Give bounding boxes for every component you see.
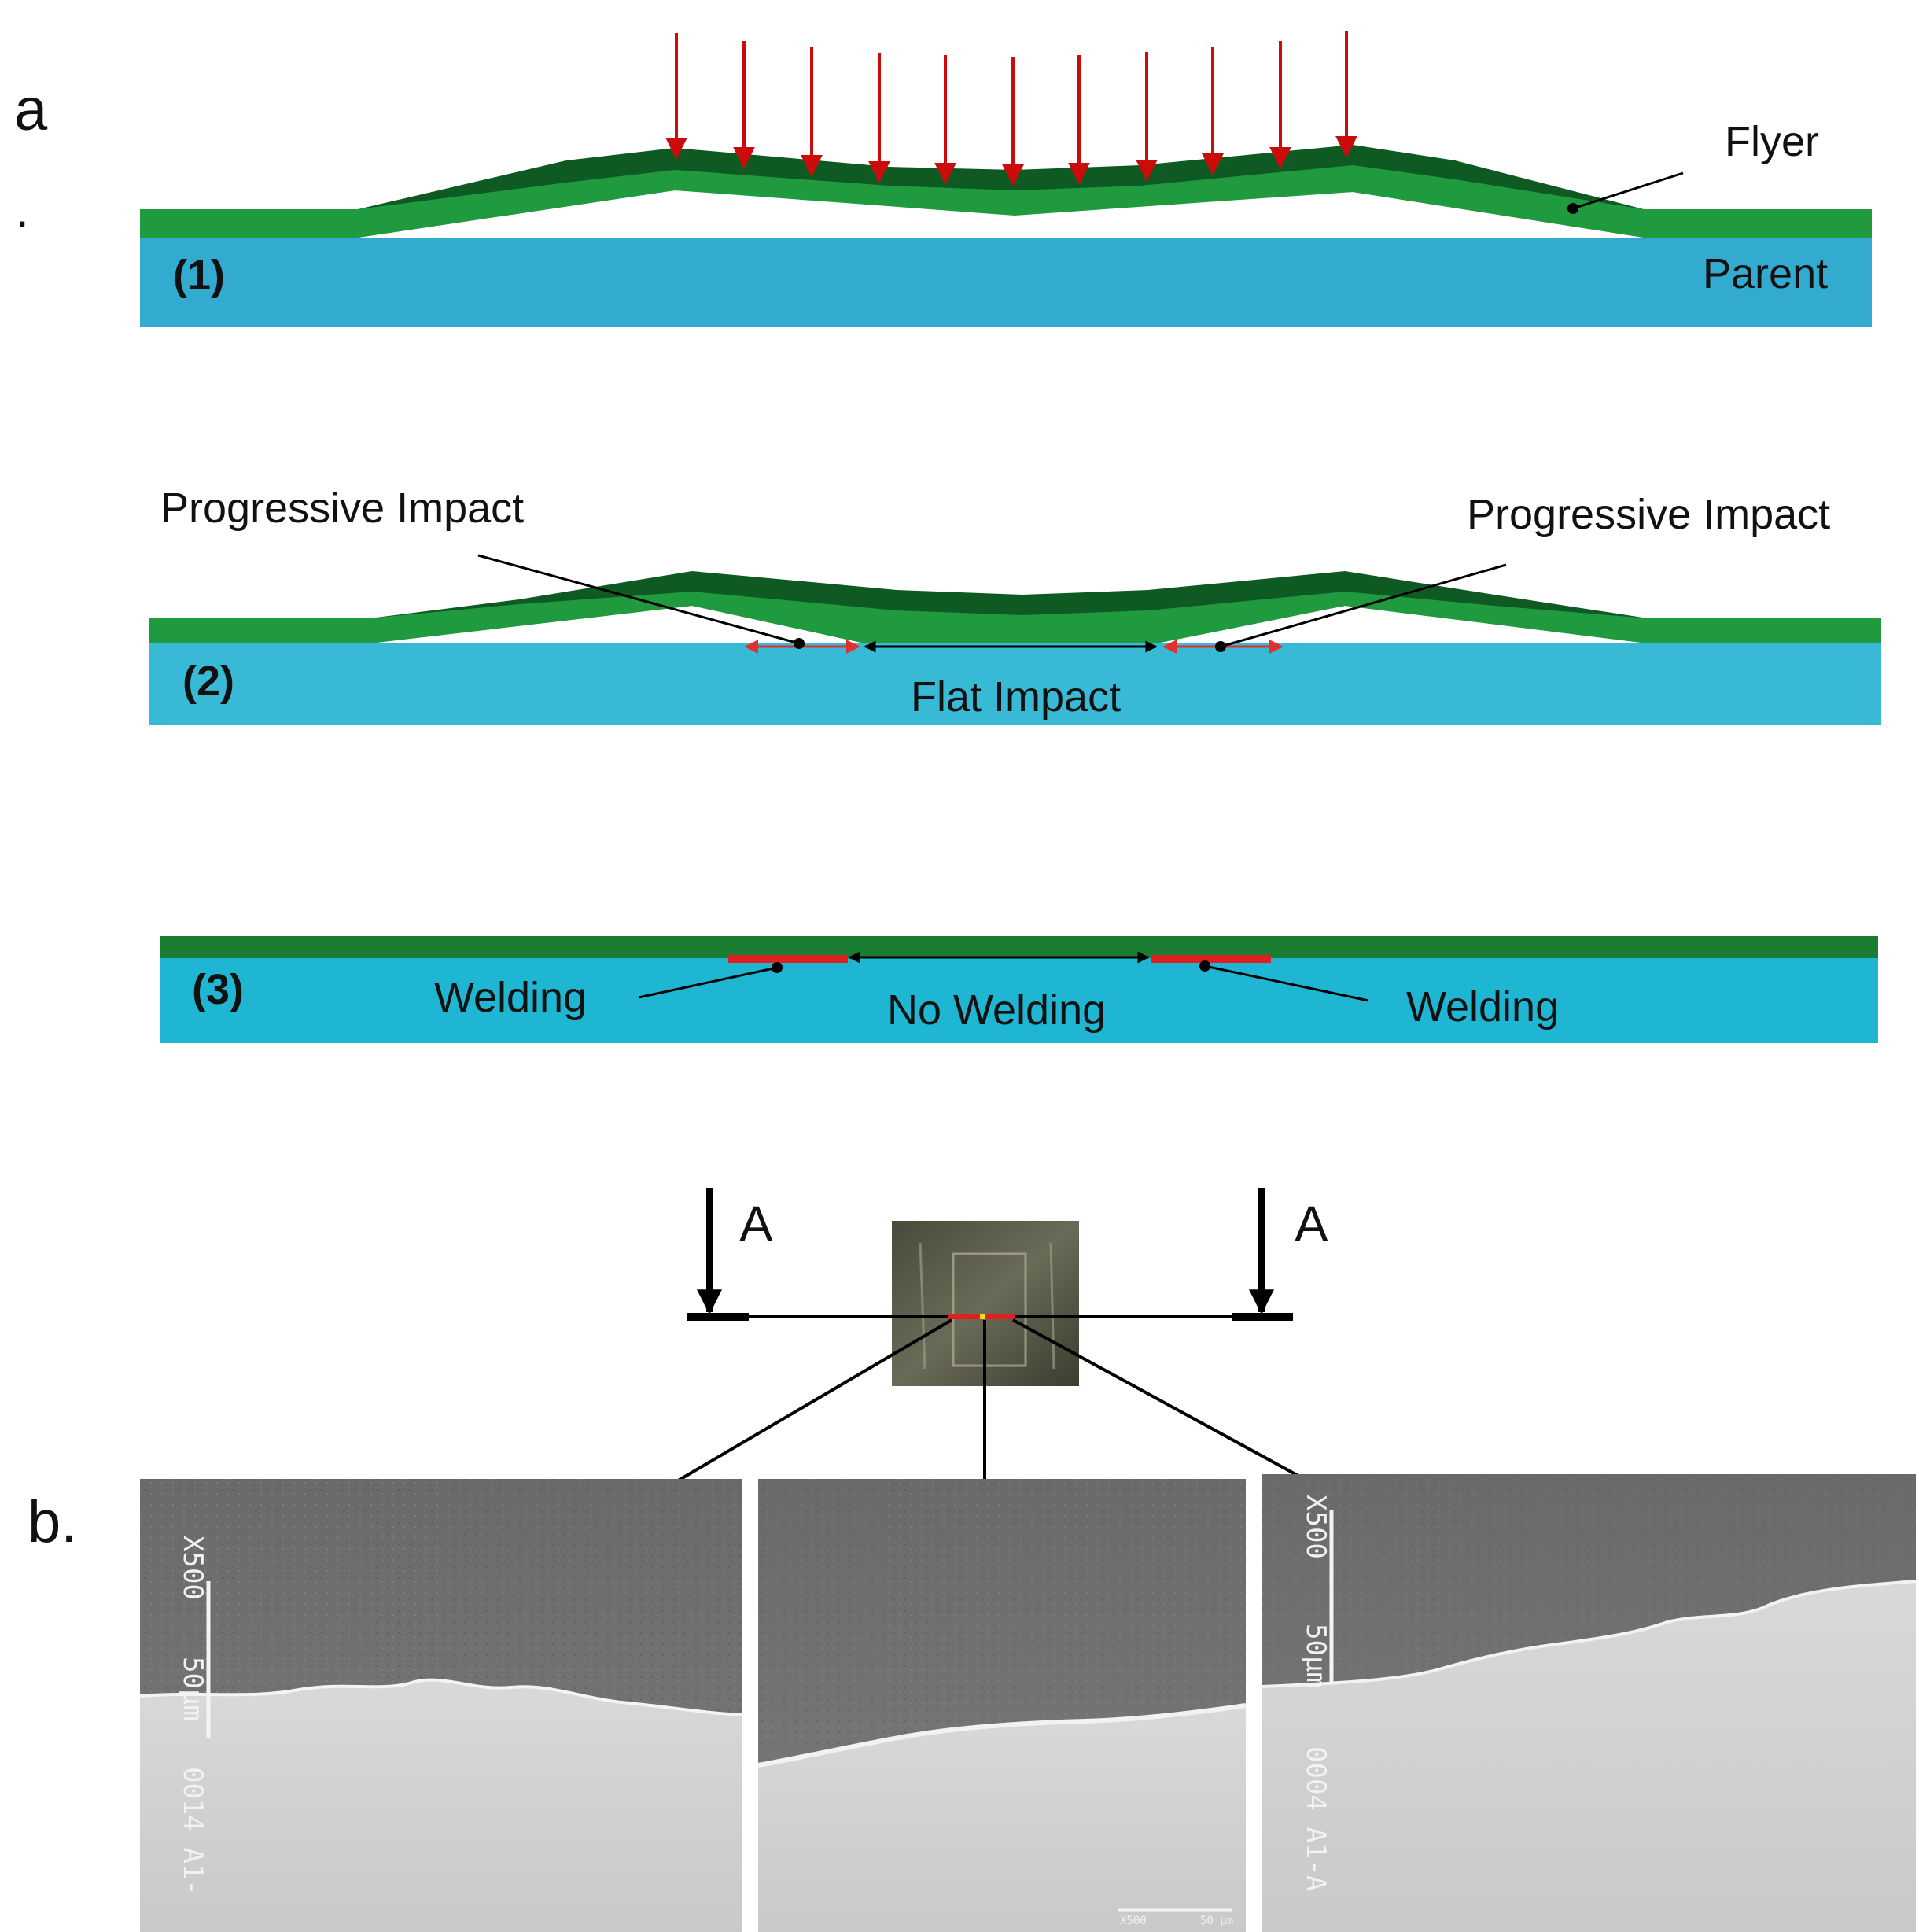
progressive-impact-left-label: Progressive Impact bbox=[160, 485, 524, 532]
section-marker-left: A bbox=[739, 1196, 773, 1252]
parent-plate-2 bbox=[149, 643, 1881, 725]
welding-leader-dot-right bbox=[1199, 960, 1210, 972]
flat-impact-label: Flat Impact bbox=[911, 673, 1121, 721]
parent-label: Parent bbox=[1703, 250, 1828, 297]
section-view: A A bbox=[642, 1188, 1340, 1537]
weld-zone-left bbox=[728, 955, 848, 963]
flyer-label: Flyer bbox=[1725, 118, 1819, 165]
pointer-to-left-micrograph bbox=[642, 1318, 953, 1502]
micrograph-center-mag: X500 bbox=[1120, 1915, 1147, 1927]
progressive-impact-right-label: Progressive Impact bbox=[1467, 491, 1830, 538]
step1-diagram: Flyer Parent (1) bbox=[140, 31, 1872, 327]
step3-diagram: Welding No Welding Welding (3) bbox=[160, 936, 1878, 1043]
micrograph-center-light-region bbox=[758, 1705, 1246, 1932]
section-weld-center bbox=[980, 1314, 985, 1319]
step1-number: (1) bbox=[173, 252, 225, 299]
micrograph-left-light-region bbox=[140, 1679, 742, 1932]
welding-leader-right bbox=[1204, 964, 1369, 1002]
flyer-leader-dot bbox=[1567, 203, 1578, 214]
progressive-leader-dot-right bbox=[1215, 641, 1226, 652]
panel-b-label: b. bbox=[28, 1488, 77, 1555]
weld-zone-right bbox=[1151, 955, 1271, 963]
micrograph-right-interface bbox=[1261, 1580, 1917, 1688]
welding-leader-dot-left bbox=[772, 962, 783, 973]
welding-right-label: Welding bbox=[1406, 983, 1559, 1031]
micrograph-left-code: 0014 A1- bbox=[177, 1767, 208, 1896]
micrograph-right-light-region bbox=[1262, 1581, 1916, 1932]
welding-left-label: Welding bbox=[434, 974, 587, 1021]
flyer-plate-1 bbox=[140, 165, 1872, 238]
sample-photo-inner-frame bbox=[952, 1252, 1027, 1367]
flyer-plate-2 bbox=[149, 592, 1881, 643]
step2-diagram: Progressive Impact Progressive Impact Fl… bbox=[149, 485, 1881, 725]
micrograph-right-scale: 50µm bbox=[1300, 1624, 1332, 1688]
panel-a-dot: . bbox=[16, 184, 29, 237]
micrograph-left: X500 50µm 0014 A1- bbox=[139, 1479, 743, 1932]
section-marker-right: A bbox=[1295, 1196, 1328, 1252]
micrograph-center-texture bbox=[758, 1479, 1246, 1746]
panel-a-label: a bbox=[14, 76, 48, 143]
progressive-leader-left bbox=[477, 554, 800, 645]
micrograph-left-mag: X500 bbox=[177, 1536, 208, 1600]
no-welding-label: No Welding bbox=[887, 986, 1106, 1034]
sample-photo-highlight bbox=[1049, 1242, 1055, 1370]
sample-photo-highlight bbox=[919, 1242, 926, 1370]
flyer-plate-3 bbox=[160, 936, 1878, 958]
micrograph-left-scale: 50µm bbox=[177, 1657, 208, 1721]
impact-arrows bbox=[665, 31, 1357, 186]
micrograph-right-code: 0004 A1-A bbox=[1300, 1746, 1332, 1891]
flyer-plate-2-dark bbox=[149, 571, 1881, 643]
parent-plate-3 bbox=[160, 958, 1878, 1043]
parent-plate-1 bbox=[140, 238, 1872, 327]
welding-leader-left bbox=[638, 966, 778, 999]
pointer-to-right-micrograph bbox=[1012, 1318, 1340, 1499]
micrograph-right: X500 50µm 0004 A1-A bbox=[1261, 1474, 1917, 1932]
flyer-leader-line bbox=[1572, 171, 1684, 210]
micrograph-left-texture bbox=[140, 1479, 742, 1715]
micrograph-center: X500 50 µm bbox=[757, 1479, 1247, 1932]
micrograph-center-interface bbox=[757, 1703, 1247, 1768]
progressive-leader-right bbox=[1220, 563, 1507, 648]
micrograph-left-interface bbox=[139, 1678, 743, 1716]
micrograph-right-mag: X500 bbox=[1300, 1495, 1332, 1559]
step2-number: (2) bbox=[182, 658, 234, 705]
progressive-leader-dot-left bbox=[794, 638, 805, 649]
step3-number: (3) bbox=[192, 966, 244, 1013]
micrograph-center-scale: 50 µm bbox=[1200, 1915, 1233, 1927]
